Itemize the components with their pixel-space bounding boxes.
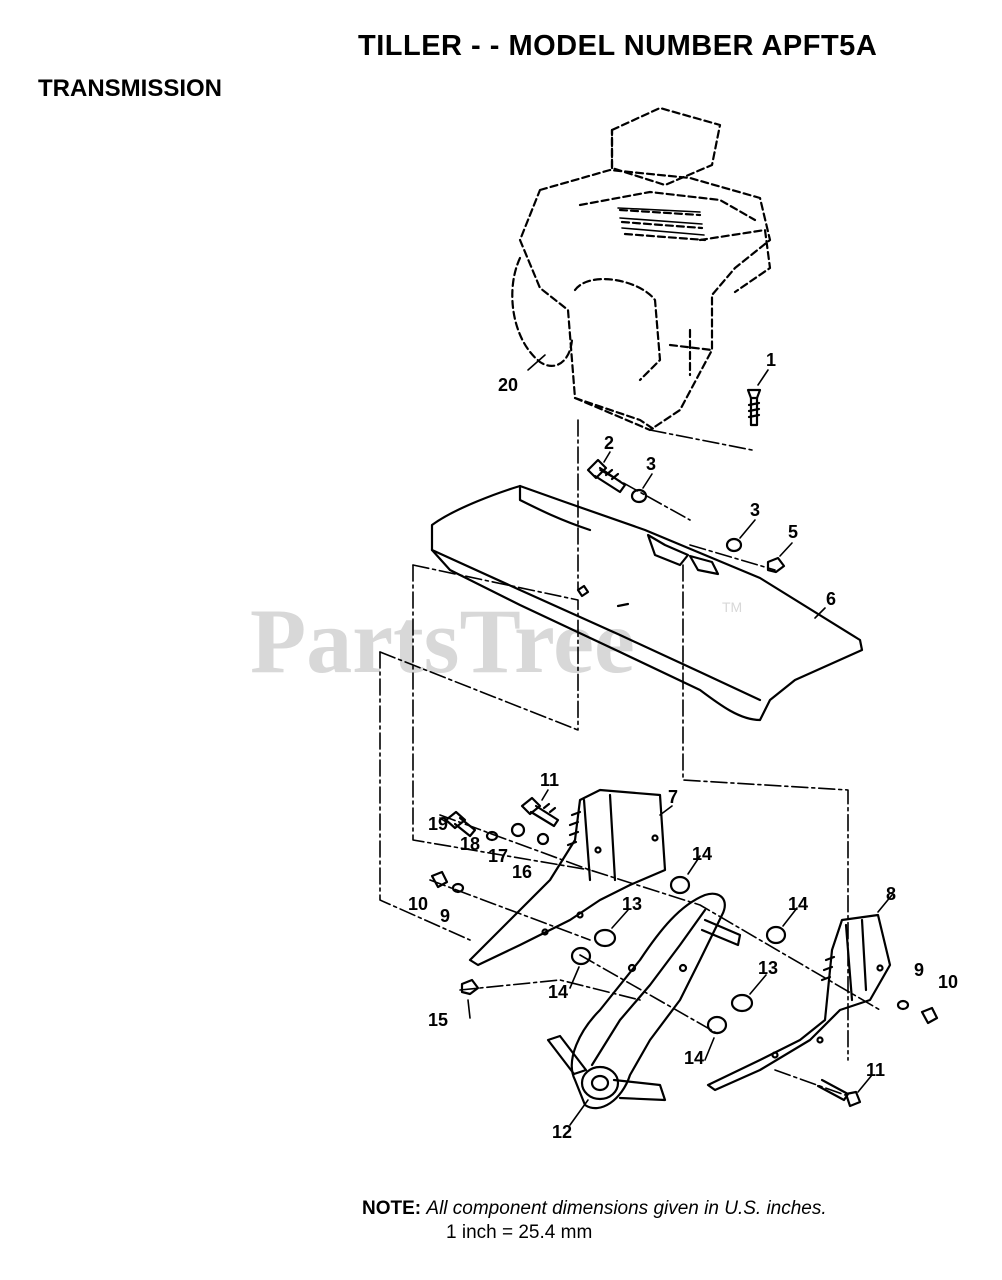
callout-2: 2 [604,433,614,453]
part-11-bolt-lower [816,1078,862,1108]
watermark: PartsTree [250,590,635,692]
part-5-nut [766,556,786,574]
note-conversion: 1 inch = 25.4 mm [446,1222,593,1243]
part-3-washer-right [725,537,743,553]
callout-14-d: 14 [684,1048,704,1068]
part-1-bolt [746,388,762,427]
part-15-nut [460,978,480,996]
callout-9-right: 9 [914,960,924,980]
callout-16: 16 [512,862,532,882]
callout-17: 17 [488,846,508,866]
callout-14-c: 14 [548,982,568,1002]
callout-3-left: 3 [646,454,656,474]
callout-10-left: 10 [408,894,428,914]
callout-1: 1 [766,350,776,370]
callout-14-b: 14 [788,894,808,914]
part-3-washer-left [630,488,648,504]
callout-5: 5 [788,522,798,542]
assembly-lines [379,419,881,1096]
callout-20: 20 [498,375,518,395]
part-14-bushing-c [570,946,592,966]
callout-10-right: 10 [938,972,958,992]
part-6-tine-shield [430,484,864,722]
part-18-washer [485,830,499,842]
engine-fin-details [617,207,705,236]
callout-12: 12 [552,1122,572,1142]
section-title: TRANSMISSION [38,75,223,102]
part-13-spacer-right [730,993,754,1013]
part-10-nut-left [430,870,449,889]
engine-outline [511,106,772,432]
callout-13-right: 13 [758,958,778,978]
callout-15: 15 [428,1010,448,1030]
part-9-washer-left [451,882,465,894]
callout-13-left: 13 [622,894,642,914]
note-text: All component dimensions given in U.S. i… [426,1198,827,1219]
callout-11-upper: 11 [540,770,559,790]
part-14-bushing-d [706,1015,728,1035]
callout-11-lower: 11 [866,1060,885,1080]
callout-3-right: 3 [750,500,760,520]
callout-leaders [439,354,893,1126]
part-17-washer [510,822,526,838]
note-label: NOTE: [362,1198,422,1219]
part-16-washer [536,832,550,846]
dimensions-note: NOTE: All component dimensions given in … [362,1197,827,1245]
part-19-bolt [444,810,477,838]
callout-14-a: 14 [692,844,712,864]
callout-6: 6 [826,589,836,609]
callout-9-left: 9 [440,906,450,926]
part-2-bolt [586,458,627,494]
part-14-bushing-a [669,875,691,895]
part-8-right-bracket [706,913,892,1092]
callout-numbers: 1 20 2 3 3 5 6 7 11 19 18 17 16 14 8 10 … [408,350,958,1142]
watermark-trademark: TM [722,599,742,615]
part-11-bolt-upper [520,796,560,828]
callout-18: 18 [460,834,480,854]
part-13-spacer-left [593,928,617,948]
callout-7: 7 [668,787,678,807]
part-14-bushing-b [765,925,787,945]
part-10-nut-right [920,1006,939,1025]
callout-19: 19 [428,814,448,834]
part-7-left-bracket [468,788,667,967]
diagram-title: TILLER - - MODEL NUMBER APFT5A [358,30,878,62]
part-12-transmission [546,892,742,1110]
callout-8: 8 [886,884,896,904]
part-9-washer-right [896,999,910,1011]
